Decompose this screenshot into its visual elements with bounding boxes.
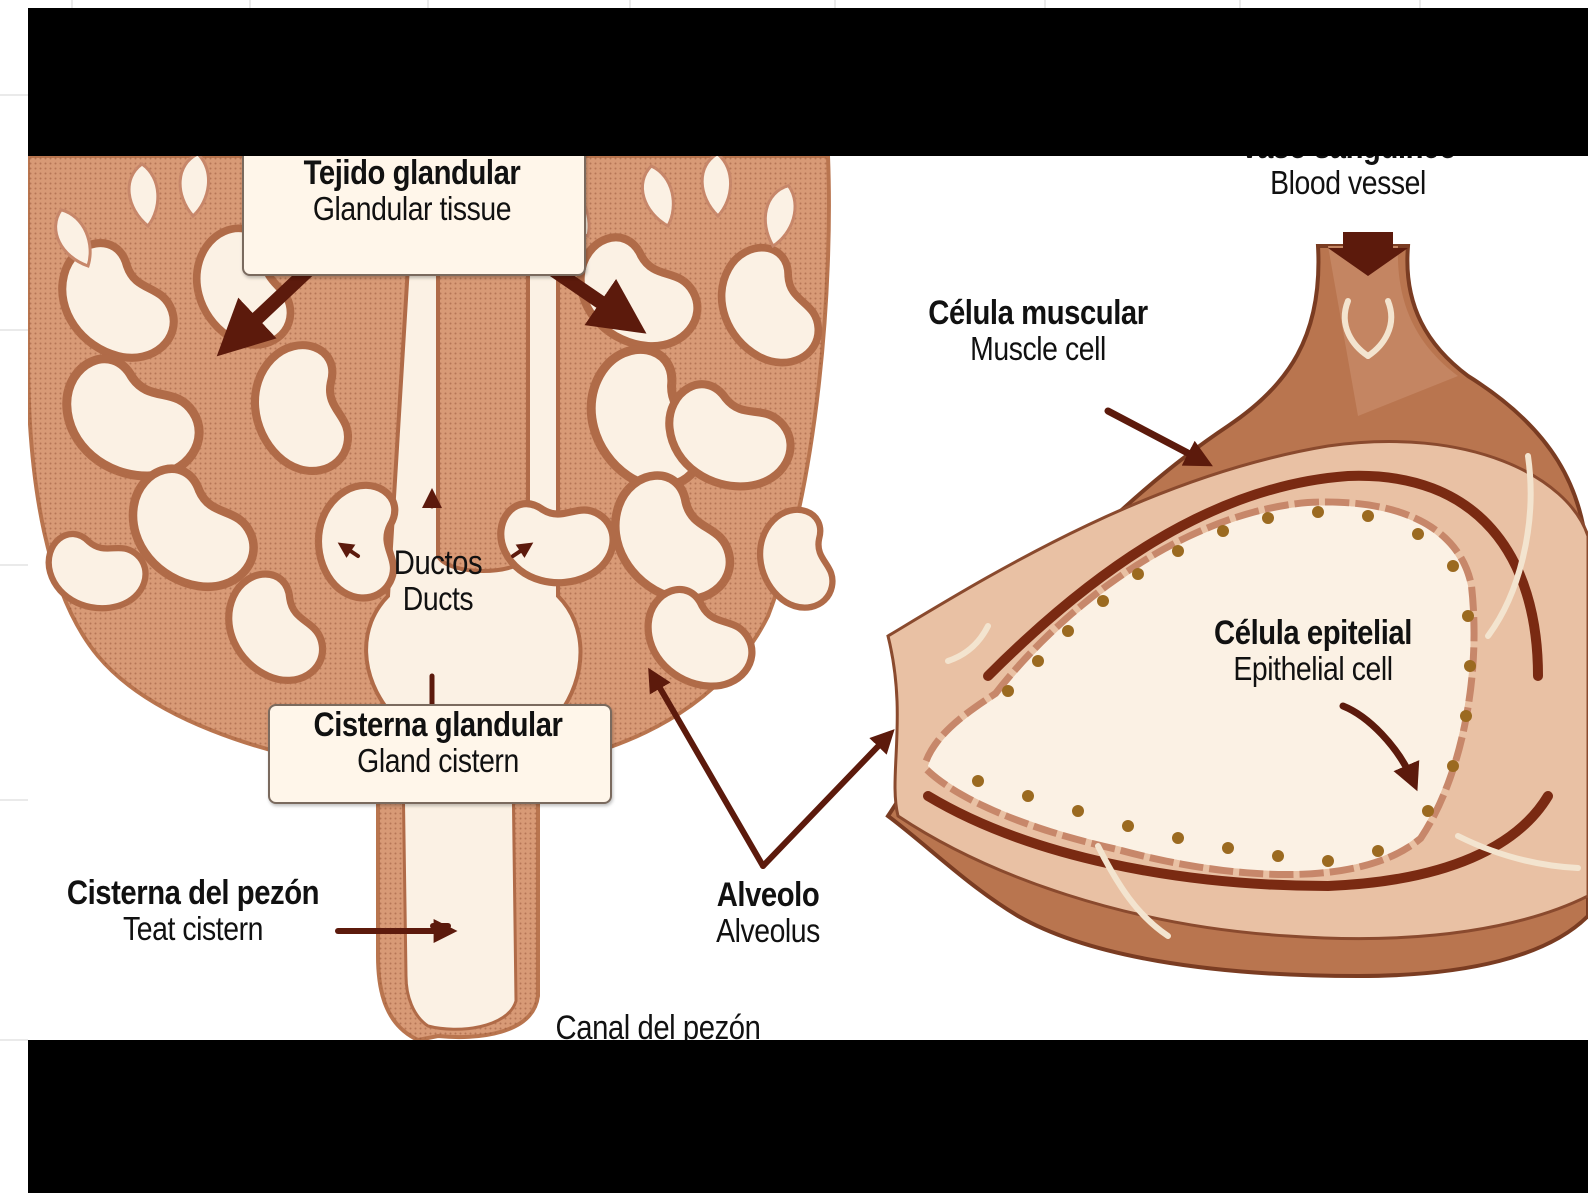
label-glandular-tissue-es: Tejido glandular	[266, 156, 558, 192]
label-muscle-cell: Célula muscular Muscle cell	[905, 296, 1172, 366]
label-blood-vessel: Vaso sanguíneo Blood vessel	[1202, 156, 1494, 200]
label-teat-cistern-en: Teat cistern	[51, 912, 335, 947]
label-teat-cistern: Cisterna del pezón Teat cistern	[51, 876, 335, 946]
label-ducts: Ductos Ducts	[361, 546, 516, 616]
label-alveolus-en: Alveolus	[699, 914, 837, 949]
label-epithelial-cell-es: Célula epitelial	[1180, 616, 1447, 652]
label-gland-cistern-en: Gland cistern	[292, 744, 584, 779]
label-gland-cistern-es: Cisterna glandular	[292, 708, 584, 744]
label-blood-vessel-en: Blood vessel	[1202, 166, 1494, 201]
label-alveolus: Alveolo Alveolus	[699, 878, 837, 948]
label-glandular-tissue: Tejido glandular Glandular tissue	[266, 156, 558, 226]
label-gland-cistern: Cisterna glandular Gland cistern	[292, 708, 584, 778]
label-teat-cistern-es: Cisterna del pezón	[51, 876, 335, 912]
label-ducts-en: Ducts	[361, 582, 516, 617]
mammary-gland-diagram: Tejido glandular Glandular tissue Ductos…	[28, 156, 1588, 1040]
video-frame: Tejido glandular Glandular tissue Ductos…	[28, 8, 1588, 1193]
label-teat-canal: Canal del pezón	[529, 1011, 787, 1040]
label-muscle-cell-es: Célula muscular	[905, 296, 1172, 332]
label-glandular-tissue-en: Glandular tissue	[266, 192, 558, 227]
label-epithelial-cell-en: Epithelial cell	[1180, 652, 1447, 687]
label-epithelial-cell: Célula epitelial Epithelial cell	[1180, 616, 1447, 686]
label-teat-canal-es: Canal del pezón	[529, 1011, 787, 1040]
label-alveolus-es: Alveolo	[699, 878, 837, 914]
label-muscle-cell-en: Muscle cell	[905, 332, 1172, 367]
label-ducts-es: Ductos	[361, 546, 516, 582]
